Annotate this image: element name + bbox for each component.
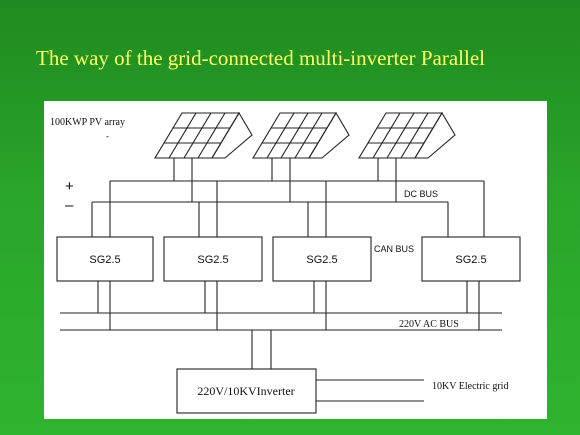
inverter-2: SG2.5 — [163, 236, 263, 282]
inverter-label: SG2.5 — [455, 254, 486, 266]
inverter-output-wires — [97, 281, 480, 330]
plus-sign: + — [65, 178, 74, 195]
dc-bus-label: DC BUS — [404, 189, 438, 199]
pv-array-mark: - — [106, 131, 109, 141]
inverter-label: SG2.5 — [306, 254, 337, 266]
minus-sign: – — [65, 197, 74, 214]
system-diagram: 100KWP PV array - — [50, 111, 521, 414]
main-inverter: 220V/10KVInverter — [176, 368, 317, 414]
solar-panel-3 — [358, 111, 456, 159]
dc-to-inverter-wires — [91, 181, 485, 237]
ac-bus-label: 220V AC BUS — [399, 319, 459, 330]
slide-title: The way of the grid-connected multi-inve… — [36, 46, 485, 70]
inverter-4: SG2.5 — [421, 236, 521, 282]
diagram-panel: 100KWP PV array - — [44, 101, 547, 419]
main-inverter-label: 220V/10KVInverter — [197, 384, 294, 398]
pv-array-label: 100KWP PV array — [50, 117, 125, 128]
inverter-label: SG2.5 — [89, 254, 120, 266]
solar-panel-1 — [154, 111, 253, 159]
panel-drop-wires — [173, 158, 397, 202]
can-bus-label: CAN BUS — [374, 244, 414, 254]
inverter-1: SG2.5 — [56, 236, 154, 282]
inverter-3: SG2.5 — [272, 236, 372, 282]
inverter-label: SG2.5 — [197, 254, 228, 266]
grid-label: 10KV Electric grid — [432, 381, 508, 392]
solar-panel-2 — [252, 111, 350, 159]
